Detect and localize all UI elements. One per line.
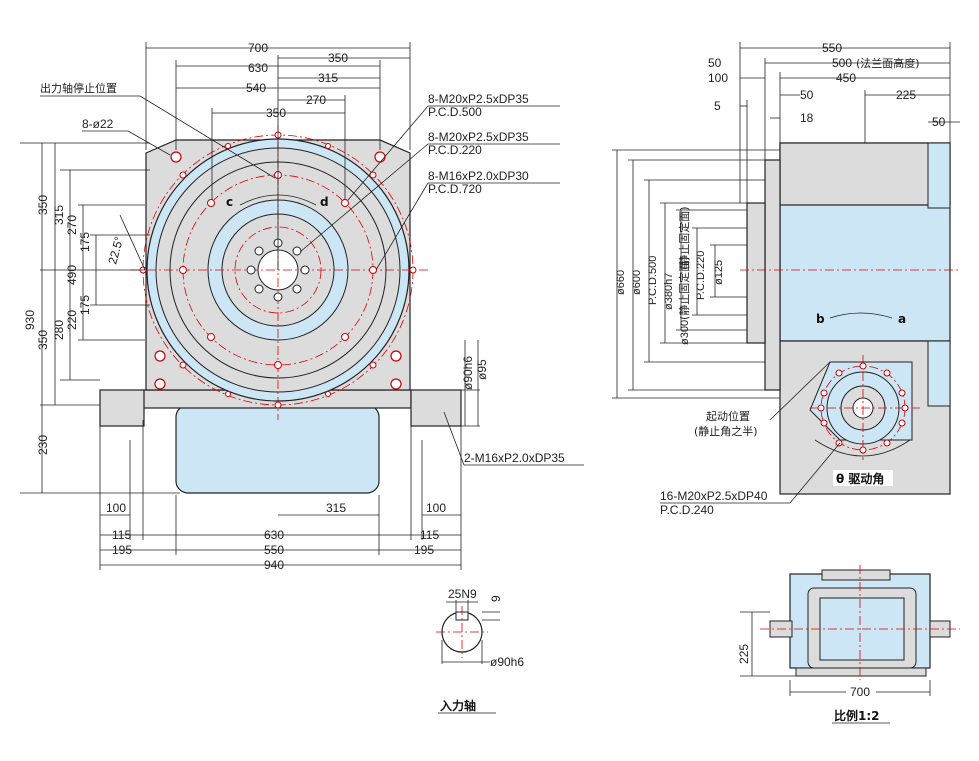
scale-title: 比例1:2	[834, 708, 880, 723]
key-width: 25N9	[448, 587, 477, 601]
dim-175-upper: 175	[78, 232, 92, 252]
dim-100-right: 100	[426, 501, 446, 515]
side-dim-500: 500	[832, 56, 852, 70]
side-flange-height: (法兰面高度)	[856, 56, 920, 70]
side-dim-50c: 50	[932, 115, 946, 129]
dim-100-left: 100	[106, 501, 126, 515]
dim-940: 940	[264, 558, 284, 572]
side-view: b a	[740, 142, 960, 495]
holes-22: 8-ø22	[82, 117, 114, 131]
side-dim-50: 50	[708, 56, 722, 70]
side-dim-660: ø660	[615, 270, 627, 295]
dim-220: 220	[65, 310, 79, 330]
shaft-diameter: ø90h6	[490, 655, 524, 669]
side-dim-125: ø125	[713, 260, 725, 285]
dim-315-left: 315	[52, 205, 66, 225]
arc-label-a: a	[898, 312, 906, 326]
side-dim-450: 450	[836, 71, 856, 85]
side-dim-550: 550	[822, 41, 842, 55]
side-dim-pcd220: P.C.D.220	[695, 251, 707, 300]
scale-dim-700: 700	[850, 685, 870, 699]
dim-540: 540	[246, 81, 266, 95]
front-top-dims: 700 350 630 315 540 270 350 出力轴停止位置 8-ø2…	[40, 41, 411, 270]
front-bottom-dims: 100 315 100 115 630 115 195 550 195 940	[99, 420, 462, 572]
side-labels: 起动位置 (静止角之半) θ 驱动角 16-M20xP2.5xDP40 P.C.…	[660, 409, 893, 517]
start-position-label: 起动位置	[706, 409, 750, 423]
dim-115-left: 115	[112, 528, 131, 542]
left-input-shaft	[99, 389, 145, 427]
side-holes-callout: 2-M16xP2.0xDP35	[464, 451, 565, 465]
front-view: c d	[99, 125, 462, 494]
dim-350-lower: 350	[36, 330, 50, 350]
arc-label-c: c	[226, 195, 233, 209]
dim-350-upper: 350	[36, 195, 50, 215]
side-dim-380h7: ø380h7	[663, 273, 675, 310]
front-left-dims: 930 350 315 270 175 490 22.5° 350 280 22…	[20, 142, 180, 494]
callout-holes-1a: 8-M20xP2.5xDP35	[428, 92, 529, 106]
callout-holes-1b: P.C.D.500	[428, 105, 482, 119]
dim-550-bottom: 550	[264, 543, 284, 557]
side-pcd-240: P.C.D.240	[660, 503, 714, 517]
dim-630-bottom: 630	[264, 528, 284, 542]
input-shaft-section: 25N9 9 ø90h6 入力轴	[436, 587, 524, 714]
side-dim-600: ø600	[631, 270, 643, 295]
side-dim-225: 225	[896, 88, 916, 102]
front-lower-body	[175, 404, 380, 494]
dim-315-bottom: 315	[326, 501, 346, 515]
key-depth: 9	[489, 595, 503, 602]
input-shaft-title: 入力轴	[440, 698, 476, 713]
dim-350-top: 350	[328, 51, 348, 65]
dim-280: 280	[52, 320, 66, 340]
callout-holes-3a: 8-M16xP2.0xDP30	[428, 169, 529, 183]
dim-930: 930	[23, 310, 37, 330]
scale-dim-225: 225	[737, 644, 751, 664]
start-position-sub: (静止角之半)	[694, 424, 758, 438]
side-dim-5: 5	[714, 99, 721, 113]
side-holes-16: 16-M20xP2.5xDP40	[660, 489, 768, 503]
dim-350-inner: 350	[266, 106, 286, 120]
callout-holes-3b: P.C.D.720	[428, 182, 482, 196]
side-dim-100: 100	[708, 71, 728, 85]
dim-270-top: 270	[306, 93, 326, 107]
dim-700-top: 700	[248, 41, 268, 55]
dim-630-top: 630	[248, 61, 268, 75]
side-dim-pcd500: P.C.D.500	[647, 256, 659, 305]
arc-label-b: b	[816, 312, 825, 326]
scale-view: 225 700 比例1:2	[737, 565, 960, 724]
dim-230: 230	[36, 435, 50, 455]
dim-115-right: 115	[420, 528, 439, 542]
dim-195-left: 195	[112, 543, 132, 557]
side-dim-300: ø300	[679, 320, 691, 345]
side-top-dims: 550 50 500 (法兰面高度) 100 450 5 50 225 18 5…	[708, 41, 960, 203]
dim-90h6: ø90h6	[461, 356, 475, 390]
front-shaft-dims: ø90h6 ø95 2-M16xP2.0xDP35	[443, 340, 584, 466]
right-input-shaft	[410, 389, 462, 427]
dim-195-right: 195	[414, 543, 434, 557]
dim-490: 490	[65, 265, 79, 285]
dim-270-left: 270	[65, 215, 79, 235]
side-left-dims: ø660 ø600 P.C.D.500 ø380h7 (静止固定面) P.C.D…	[612, 149, 780, 399]
output-stop-label: 出力轴停止位置	[40, 81, 117, 95]
dim-315-top: 315	[318, 71, 338, 85]
dim-22-5-deg: 22.5°	[105, 235, 126, 266]
side-dim-300-note: (静止固定面)	[677, 256, 691, 320]
callout-holes-2a: 8-M20xP2.5xDP35	[428, 130, 529, 144]
drive-angle-label: θ 驱动角	[836, 471, 884, 486]
callout-holes-2b: P.C.D.220	[428, 143, 482, 157]
dim-95: ø95	[475, 359, 489, 380]
dim-175-lower: 175	[78, 295, 92, 315]
side-dim-50b: 50	[800, 88, 814, 102]
side-dim-18: 18	[800, 111, 814, 125]
arc-label-d: d	[320, 195, 329, 209]
front-callouts: 8-M20xP2.5xDP35 P.C.D.500 8-M20xP2.5xDP3…	[299, 92, 560, 271]
side-dim-380-note: (静止固定面)	[677, 206, 691, 270]
